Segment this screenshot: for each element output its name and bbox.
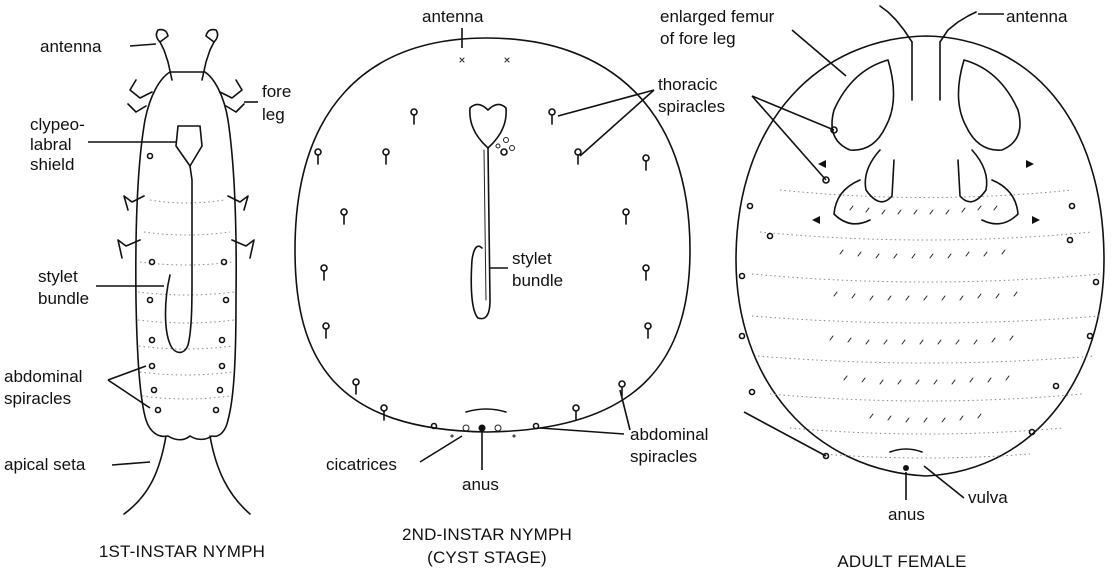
label-first-stylet-2: bundle: [38, 289, 89, 308]
cyst-spiracles: [314, 108, 652, 430]
first-instar-antenna-right: [201, 41, 215, 81]
cyst-cicatrices: [450, 424, 516, 438]
label-first-abd-2: spiracles: [4, 389, 71, 408]
first-instar-leg: [127, 79, 153, 113]
label-first-abd-1: abdominal: [4, 367, 82, 386]
adult-foreleg-right: [957, 59, 1021, 151]
label-cyst-abd-2: spiracles: [630, 447, 697, 466]
caption-first-instar: 1ST-INSTAR NYMPH: [99, 542, 265, 561]
label-cyst-stylet-2: bundle: [512, 271, 563, 290]
cyst-stylet: [470, 147, 491, 320]
label-cyst-antenna: antenna: [422, 7, 484, 26]
label-cicatrices: cicatrices: [326, 455, 397, 474]
label-femur-1: enlarged femur: [660, 7, 775, 26]
label-cyst-anus: anus: [462, 475, 499, 494]
label-cyst-abd-1: abdominal: [630, 425, 708, 444]
label-adult-anus: anus: [888, 505, 925, 524]
adult-segments: [751, 189, 1101, 459]
caption-second-instar-1: 2ND-INSTAR NYMPH: [402, 525, 572, 544]
adult-anus: [903, 465, 909, 471]
label-first-stylet-1: stylet: [38, 267, 78, 286]
cyst-vulva-arc: [465, 408, 507, 413]
cyst-anus: [478, 424, 486, 432]
label-clypeo-2: labral: [30, 135, 72, 154]
adult-antenna-left: [879, 5, 913, 43]
first-instar-stylet: [164, 165, 193, 354]
adult-thoracic-spiracles: [812, 126, 1040, 224]
panel-first-instar: antenna fore leg clypeo- labral shield s…: [4, 28, 291, 561]
adult-vulva: [889, 448, 923, 453]
label-apical-seta: apical seta: [4, 455, 86, 474]
adult-setae: [829, 205, 1018, 423]
first-instar-body: [135, 71, 237, 441]
label-vulva: vulva: [968, 488, 1008, 507]
adult-antenna-right: [939, 11, 977, 43]
label-thoracic-2: spiracles: [658, 97, 725, 116]
cyst-antennae: [459, 57, 510, 63]
adult-abdominal-spiracles: [738, 202, 1100, 460]
label-cyst-stylet-1: stylet: [512, 249, 552, 268]
label-clypeo-3: shield: [30, 155, 74, 174]
caption-second-instar-2: (CYST STAGE): [427, 548, 547, 567]
adult-foreleg-left: [831, 59, 895, 151]
adult-body: [735, 35, 1105, 477]
cyst-body: [294, 37, 691, 433]
label-adult-antenna: antenna: [1006, 7, 1068, 26]
panel-adult-female: enlarged femur of fore leg antenna thora…: [658, 5, 1105, 571]
caption-adult-female: ADULT FEMALE: [837, 552, 966, 571]
label-first-antenna: antenna: [40, 37, 102, 56]
label-fore-leg-1: fore: [262, 82, 291, 101]
panel-second-instar: antenna stylet bundle cicatrices anus ab…: [294, 7, 708, 567]
label-fore-leg-2: leg: [262, 105, 285, 124]
label-thoracic-1: thoracic: [658, 75, 718, 94]
cyst-pores: [495, 137, 515, 156]
first-instar-spiracles: [146, 152, 230, 414]
label-clypeo-1: clypeo-: [30, 115, 85, 134]
first-instar-shield: [175, 125, 203, 167]
first-instar-antenna-left: [159, 41, 173, 81]
label-femur-2: of fore leg: [660, 29, 736, 48]
cyst-shield: [469, 103, 507, 149]
first-instar-apical-seta: [123, 435, 167, 515]
